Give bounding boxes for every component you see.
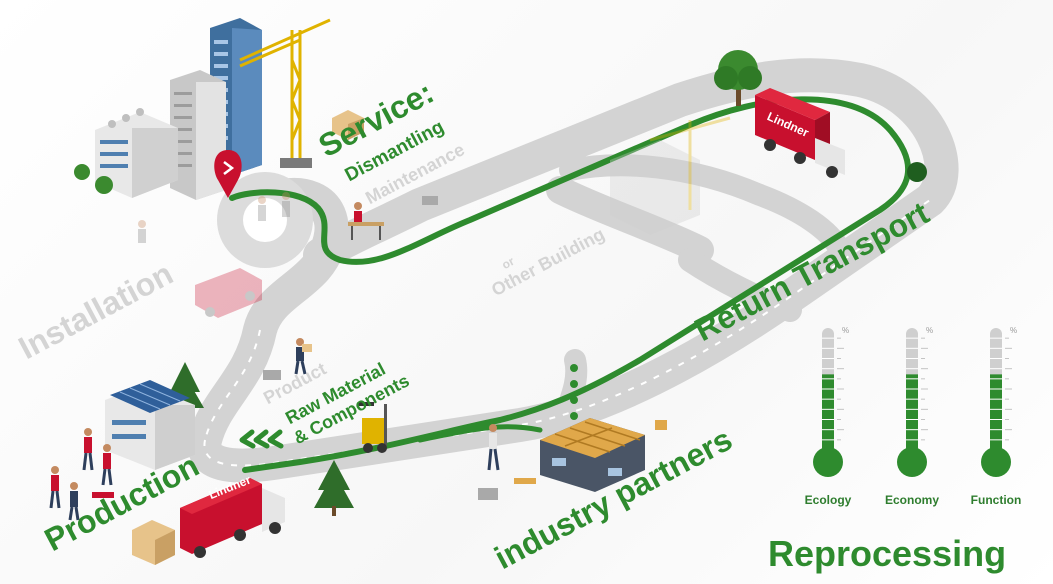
meter-label-function: Function <box>970 493 1022 507</box>
label-reprocessing: Reprocessing <box>768 533 1007 574</box>
stone-blocks <box>263 196 498 500</box>
thermometer-bulb <box>813 447 843 477</box>
production-building <box>105 380 195 470</box>
wood-planks <box>514 420 667 484</box>
thermometer-bulb <box>981 447 1011 477</box>
truck-top-right <box>755 88 845 178</box>
green-loop-track <box>229 96 911 473</box>
meter-label-economy: Economy <box>884 493 939 507</box>
forklift <box>358 402 387 453</box>
pine-tree-bottom <box>314 460 354 516</box>
thermometer-bulb <box>897 447 927 477</box>
boxes-top <box>332 110 364 140</box>
construction-crane <box>239 18 331 160</box>
thermometer-fill <box>822 374 834 456</box>
crane-base <box>280 158 312 168</box>
thermometer-function <box>981 328 1012 477</box>
faded-building <box>610 116 731 235</box>
meter-label-ecology: Ecology <box>804 493 852 507</box>
worker-industry <box>487 424 500 471</box>
green-dotted-connector <box>570 364 578 420</box>
bush-right <box>907 162 927 182</box>
thermometer-fill <box>906 374 918 456</box>
faded-workers <box>138 192 290 243</box>
thermometer-fill <box>990 374 1002 456</box>
faded-van <box>195 268 262 318</box>
industry-partner-house <box>540 418 645 492</box>
thermometer-ecology <box>813 328 844 477</box>
worker-dismantling <box>348 202 384 240</box>
thermometer-percent-sign: % <box>1010 326 1018 335</box>
road-dashes <box>203 199 931 467</box>
truck-bottom <box>180 478 285 558</box>
thermometer-percent-sign: % <box>926 326 934 335</box>
location-pin-icon <box>214 150 242 198</box>
boxes-bottom-left <box>132 520 175 565</box>
bushes-left <box>74 164 113 194</box>
thermometer-economy <box>897 328 928 477</box>
worker-raw-material <box>294 338 312 375</box>
workers-production <box>49 428 114 521</box>
thermometer-percent-sign: % <box>842 326 850 335</box>
tree-top-right <box>714 50 762 106</box>
direction-chevrons <box>239 429 284 449</box>
